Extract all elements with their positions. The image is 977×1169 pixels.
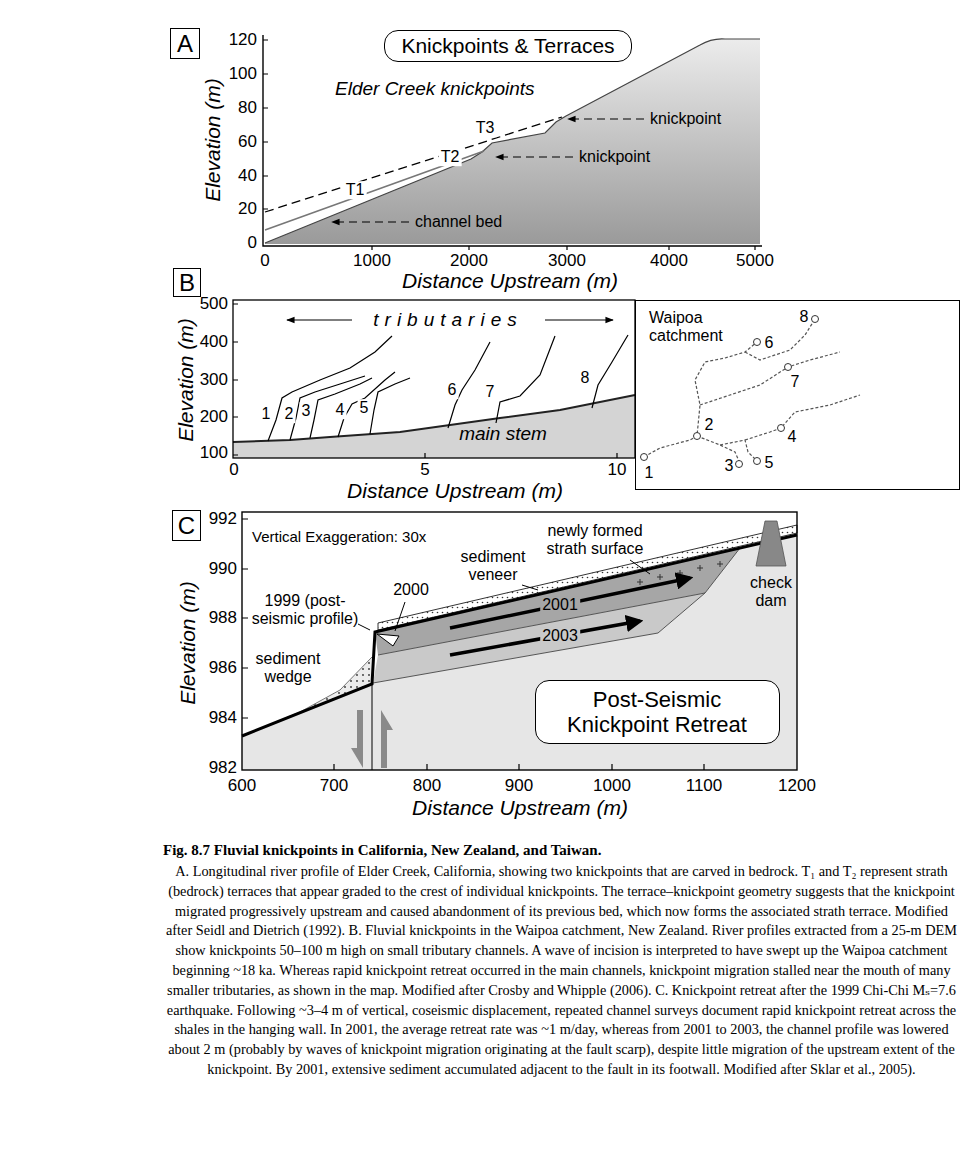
tick-label: 982	[209, 759, 237, 778]
tick-label: 1100	[686, 777, 723, 796]
annotation: 1	[260, 405, 273, 423]
tick-label: 300	[200, 371, 228, 390]
tick-label: 5	[420, 461, 429, 480]
tick-label: 0	[248, 234, 257, 253]
node-text: A	[177, 30, 193, 58]
map-inset: Waipoa catchment 8 6 7 2 4 3 5 1	[635, 300, 960, 490]
annotation: main stem	[459, 424, 547, 445]
node-text: 7	[791, 373, 800, 391]
annotation: 6	[446, 381, 459, 399]
title-box: Knickpoints & Terraces	[384, 30, 631, 62]
annotation: channel bed	[415, 213, 502, 231]
annotation: 8	[579, 369, 592, 387]
annotation: 5	[358, 399, 371, 417]
tick-label: 100	[229, 65, 257, 84]
annotation: newly formed strath surface	[535, 522, 655, 557]
annotation: Elder Creek knickpoints	[335, 79, 535, 100]
panel-a-plot	[263, 35, 762, 250]
annotation: 2000	[393, 581, 429, 599]
caption-text: A. Longitudinal river profile of Elder C…	[163, 862, 960, 1080]
tick-label: 900	[505, 777, 533, 796]
tick-label: 3000	[548, 252, 586, 271]
tick-label: 1000	[593, 777, 631, 796]
tick-label: 100	[200, 444, 228, 463]
node-text: 1	[645, 464, 654, 482]
tick-label: 600	[228, 777, 256, 796]
annotation: 4	[334, 401, 347, 419]
figure-caption: Fig. 8.7 Fluvial knickpoints in Californ…	[163, 842, 601, 859]
node-text: B	[179, 269, 195, 297]
node-text: 4	[788, 428, 797, 446]
annotation: 2003	[540, 627, 580, 645]
axis-title: Distance Upstream (m)	[412, 796, 628, 819]
tick-label: 0	[260, 252, 269, 271]
tick-label: 200	[200, 408, 228, 427]
axis-title: Elevation (m)	[174, 318, 197, 442]
tick-label: 992	[209, 510, 237, 529]
annotation: T2	[439, 148, 462, 166]
node-text: 6	[765, 334, 774, 352]
node-text: 5	[765, 454, 774, 472]
panel-b-plot	[233, 300, 860, 468]
tick-label: 700	[320, 777, 348, 796]
annotation: Vertical Exaggeration: 30x	[252, 529, 426, 546]
annotation: knickpoint	[650, 110, 721, 128]
tick-label: 0	[229, 461, 238, 480]
tick-label: 988	[209, 609, 237, 628]
axis-title: Distance Upstream (m)	[402, 269, 618, 292]
node-text: 8	[800, 308, 809, 326]
node-text: 3	[725, 457, 734, 475]
panel-letter: B	[173, 268, 201, 297]
tick-label: 20	[238, 200, 257, 219]
tick-label: 1200	[778, 777, 816, 796]
annotation: sediment wedge	[248, 650, 328, 685]
node-text: C	[178, 512, 195, 540]
tick-label: 4000	[650, 252, 688, 271]
tick-label: 990	[209, 560, 237, 579]
axis-title: Distance Upstream (m)	[347, 479, 563, 502]
annotation: tributaries	[373, 310, 522, 331]
panel-letter: C	[172, 510, 201, 541]
tick-label: 120	[229, 31, 257, 50]
annotation: 3	[300, 402, 313, 420]
tick-label: 5000	[736, 252, 774, 271]
annotation: T1	[344, 181, 367, 199]
tick-label: 500	[200, 295, 228, 314]
annotation: T3	[474, 119, 497, 137]
tick-label: 986	[209, 659, 237, 678]
tick-label: 984	[209, 709, 237, 728]
annotation: 2001	[540, 596, 580, 614]
tick-label: 80	[238, 99, 257, 118]
axis-title: Elevation (m)	[201, 78, 224, 202]
annotation: 7	[484, 383, 497, 401]
node-text: Knickpoints & Terraces	[401, 34, 614, 58]
panel-c-plot	[242, 512, 797, 770]
axis-title: Elevation (m)	[176, 581, 199, 705]
annotation: sediment veneer	[453, 548, 533, 583]
tick-label: 60	[238, 133, 257, 152]
tick-label: 800	[413, 777, 441, 796]
node-text: 2	[705, 416, 714, 434]
node-text: Post-Seismic Knickpoint Retreat	[550, 687, 765, 738]
tick-label: 2000	[450, 252, 488, 271]
annotation: 2	[283, 405, 296, 423]
annotation: knickpoint	[579, 148, 650, 166]
tick-label: 1000	[353, 252, 391, 271]
node-text: Waipoa catchment	[649, 309, 749, 344]
tick-label: 10	[608, 461, 627, 480]
annotation: 1999 (post-seismic profile)	[245, 592, 365, 627]
tick-label: 40	[238, 167, 257, 186]
tick-label: 400	[200, 333, 228, 352]
annotation: check dam	[741, 574, 801, 609]
panel-letter: A	[170, 28, 200, 59]
title-box: Post-Seismic Knickpoint Retreat	[535, 680, 780, 745]
